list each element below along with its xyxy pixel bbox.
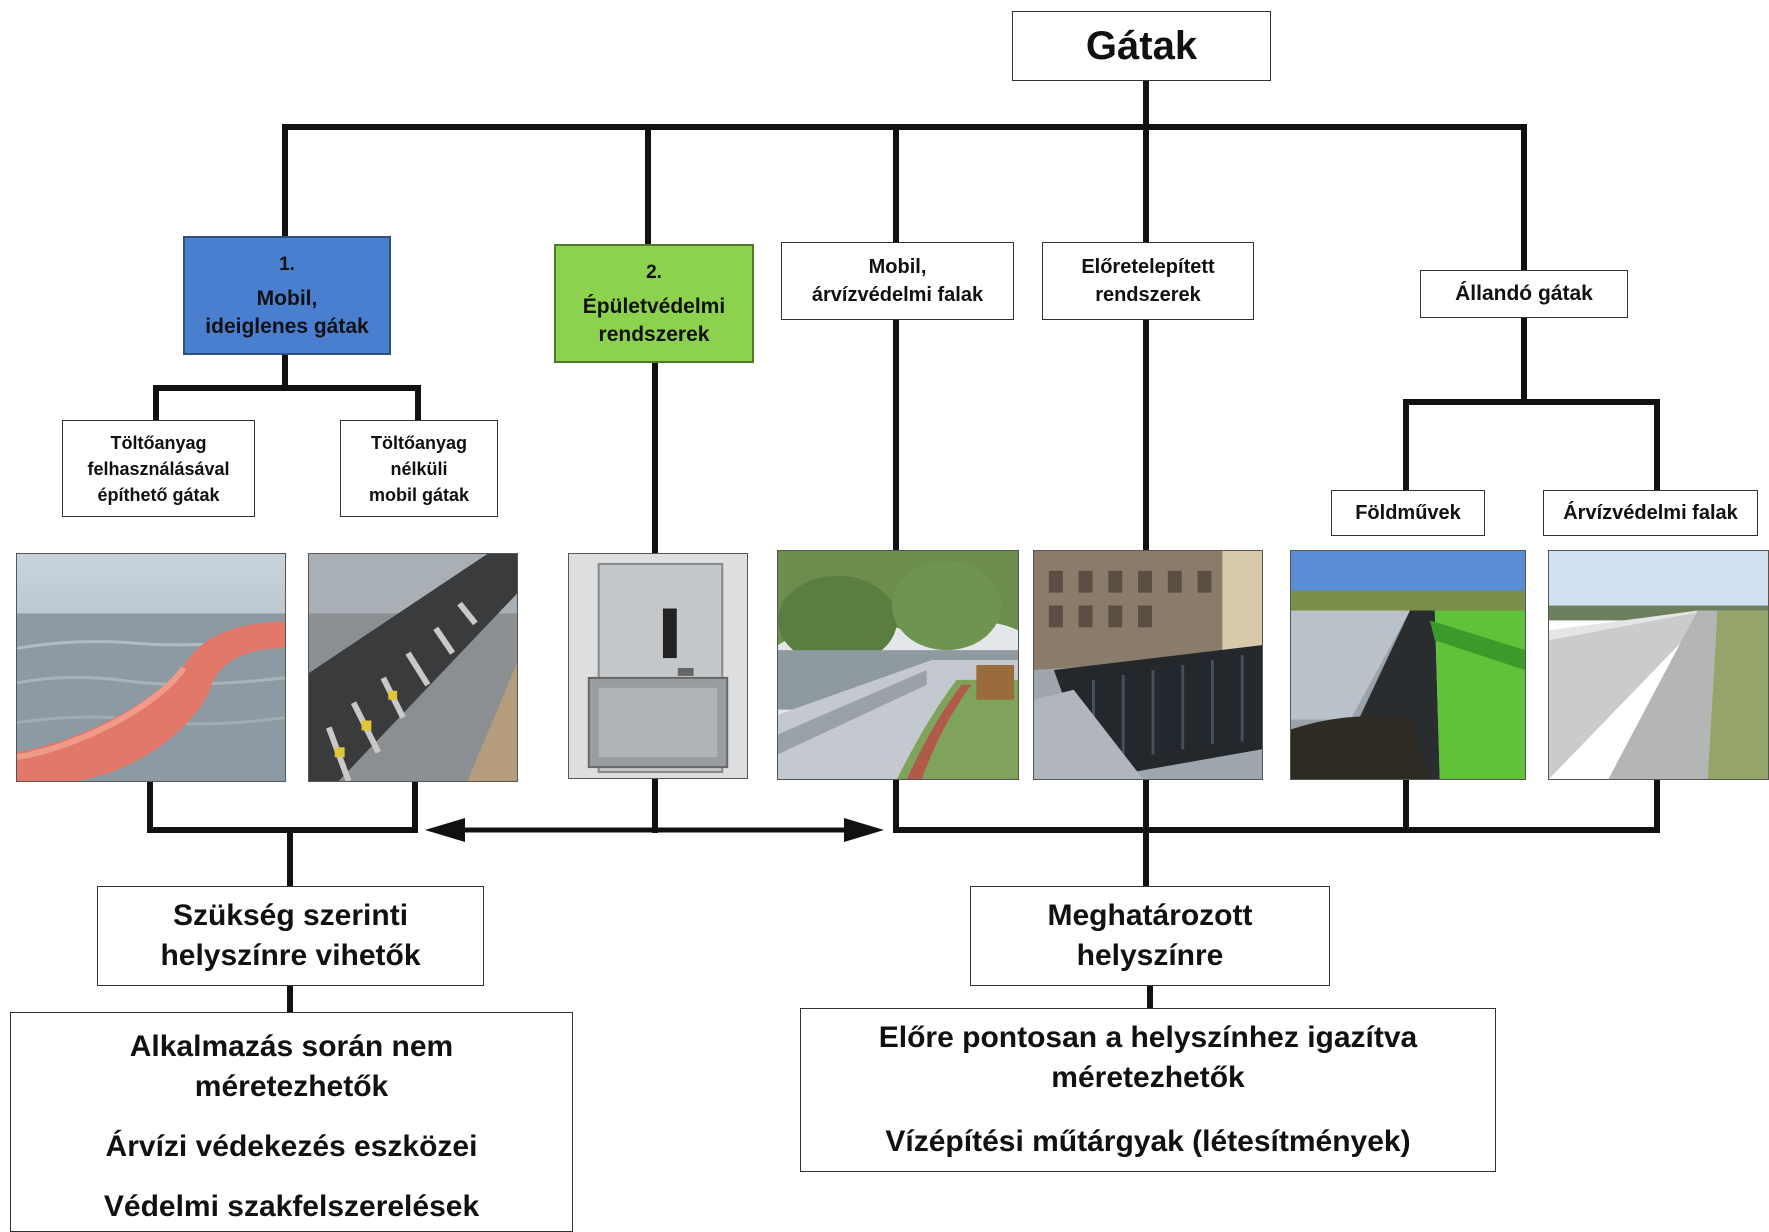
- photo-mobile-flood-wall: [777, 550, 1019, 780]
- subcategory-label: Árvízvédelmi falak: [1563, 502, 1738, 524]
- photo-earthworks-levee: [1290, 550, 1526, 780]
- subcategory-label-line: Töltőanyag: [110, 432, 207, 453]
- category-label-line: Mobil,: [256, 286, 318, 310]
- detail-line: Árvízi védekezés eszközei: [105, 1130, 478, 1163]
- root-title: Gátak: [1085, 23, 1198, 68]
- category-preinstalled-systems: Előretelepített rendszerek: [1042, 242, 1254, 320]
- category-label-line: rendszerek: [598, 322, 710, 346]
- category-building-protection: 2. Épületvédelmi rendszerek: [554, 244, 754, 363]
- detail-line: Vízépítési műtárgyak (létesítmények): [885, 1125, 1411, 1158]
- subcategory-label: Földművek: [1355, 502, 1461, 524]
- outcome-label-line: Meghatározott: [1047, 899, 1253, 932]
- subcategory-label-line: felhasználásával: [87, 458, 230, 479]
- category-label-line: árvízvédelmi falak: [811, 284, 984, 306]
- category-label-line: rendszerek: [1095, 284, 1201, 306]
- subcategory-earthworks: Földművek: [1331, 490, 1485, 536]
- photo-preinstalled-system: [1033, 550, 1263, 780]
- subcategory-flood-walls: Árvízvédelmi falak: [1543, 490, 1758, 536]
- outcome-label-line: helyszínre vihetők: [160, 939, 421, 972]
- detail-line: Előre pontosan a helyszínhez igazítva: [878, 1021, 1418, 1054]
- photo-flood-door-barrier: [568, 553, 748, 779]
- category-label-line: ideiglenes gátak: [205, 314, 369, 338]
- category-number: 2.: [646, 261, 662, 283]
- subcategory-without-fill-material: Töltőanyag nélküli mobil gátak: [340, 420, 498, 517]
- photo-filled-tube-dam: [16, 553, 286, 782]
- detail-line: méretezhetők: [194, 1070, 389, 1103]
- outcome-label-line: helyszínre: [1076, 939, 1224, 972]
- outcome-label-line: Szükség szerinti: [172, 899, 409, 932]
- photo-permanent-flood-wall: [1548, 550, 1769, 780]
- photo-unfilled-mobile-dam: [308, 553, 518, 782]
- detail-line: méretezhetők: [1051, 1061, 1245, 1094]
- category-mobile-flood-walls: Mobil, árvízvédelmi falak: [781, 242, 1014, 320]
- subcategory-with-fill-material: Töltőanyag felhasználásával építhető gát…: [62, 420, 255, 517]
- subcategory-label-line: nélküli: [390, 458, 448, 479]
- category-label-line: Épületvédelmi: [582, 294, 726, 318]
- detail-line: Alkalmazás során nem: [129, 1030, 454, 1063]
- category-number: 1.: [279, 253, 295, 275]
- outcome-fixed-location: Meghatározott helyszínre: [970, 886, 1330, 986]
- category-permanent-dams: Állandó gátak: [1420, 270, 1628, 318]
- subcategory-label-line: Töltőanyag: [370, 432, 467, 453]
- details-right: Előre pontosan a helyszínhez igazítva mé…: [800, 1008, 1496, 1172]
- category-label-line: Előretelepített: [1081, 256, 1215, 278]
- category-mobile-temporary-dams: 1. Mobil, ideiglenes gátak: [183, 236, 391, 355]
- outcome-portable: Szükség szerinti helyszínre vihetők: [97, 886, 484, 986]
- subcategory-label-line: mobil gátak: [368, 484, 470, 505]
- category-label: Állandó gátak: [1455, 282, 1593, 305]
- root-node: Gátak: [1012, 11, 1271, 81]
- subcategory-label-line: építhető gátak: [97, 484, 220, 505]
- category-label-line: Mobil,: [868, 256, 927, 278]
- detail-line: Védelmi szakfelszerelések: [103, 1190, 480, 1223]
- details-left: Alkalmazás során nem méretezhetők Árvízi…: [10, 1012, 573, 1232]
